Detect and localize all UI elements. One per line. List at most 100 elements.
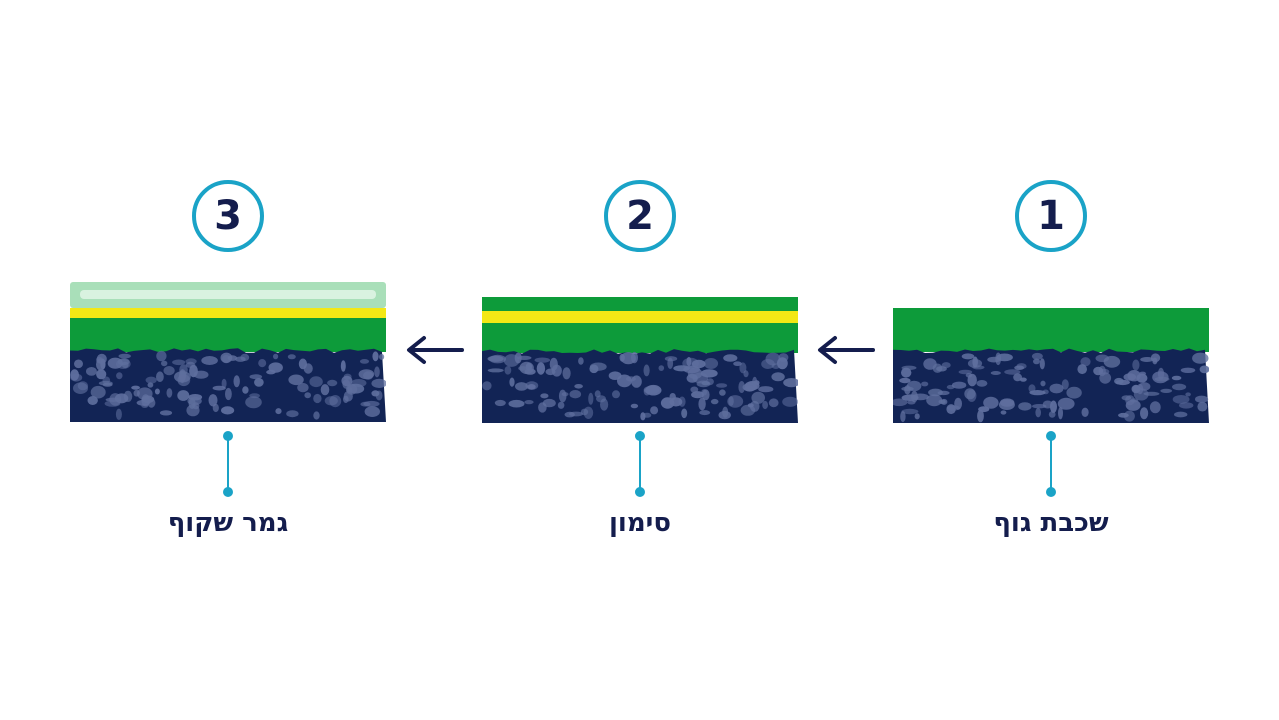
gravel-stone [313, 393, 322, 404]
gravel-stone [681, 408, 688, 419]
gravel-stone [303, 363, 313, 374]
gravel-stone [961, 353, 975, 360]
gravel-base-layer [70, 348, 386, 422]
gravel-stone [686, 373, 698, 383]
gravel-stone [650, 406, 659, 415]
gravel-stone [515, 382, 528, 391]
gravel-stone [578, 357, 584, 365]
gravel-stone [1123, 410, 1135, 422]
step-number: 1 [1037, 193, 1065, 239]
body-layer [893, 308, 1209, 352]
gravel-stone [996, 353, 1013, 362]
gravel-stone [747, 403, 754, 408]
gravel-stone [1039, 358, 1045, 370]
step-label: שכבת גוף [993, 508, 1109, 538]
gravel-stone [1050, 400, 1057, 413]
gravel-stone [534, 357, 551, 363]
gravel-stone [569, 390, 582, 399]
gravel-stone [371, 390, 380, 397]
gravel-stone [177, 390, 190, 401]
gravel-stone [733, 361, 742, 366]
gravel-stone [70, 369, 79, 381]
gravel-stone [545, 368, 556, 376]
gravel-stone [286, 410, 299, 418]
gravel-stone [371, 378, 386, 388]
gravel-stone [363, 400, 380, 407]
gravel-stone [564, 411, 575, 418]
marking-line-layer [70, 308, 386, 318]
gravel-stone [1121, 395, 1132, 401]
gravel-stone [946, 405, 960, 411]
gravel-stone [699, 410, 711, 416]
arrow-left-icon [818, 336, 875, 364]
gravel-stone [1057, 397, 1075, 410]
step-number-badge: 2 [604, 180, 676, 252]
gravel-stone [1061, 379, 1069, 390]
gravel-stone [489, 354, 506, 364]
gravel-stone [642, 412, 652, 418]
gravel-stone [1149, 401, 1161, 414]
gravel-stone [1179, 402, 1194, 409]
gravel-stone [990, 371, 1001, 375]
gravel-stone [549, 357, 558, 371]
label-leader-line [1046, 431, 1056, 497]
gravel-stone [1185, 392, 1191, 397]
gravel-stone [524, 400, 534, 405]
gravel-stone [482, 381, 492, 391]
gravel-stone [691, 391, 705, 399]
gravel-stone [901, 408, 919, 415]
gravel-stone [900, 411, 906, 423]
gravel-stone [133, 389, 140, 397]
gravel-stone [921, 381, 929, 387]
gravel-stone [359, 359, 370, 364]
gravel-base-layer [482, 349, 798, 423]
gravel-stone [115, 359, 131, 369]
gravel-stone [690, 386, 699, 393]
gravel-stone [658, 365, 665, 371]
gravel-stone [1140, 407, 1149, 420]
gravel-stone [1132, 359, 1140, 371]
gravel-stone [185, 361, 196, 368]
gravel-stone [739, 362, 747, 374]
gravel-stone [258, 359, 267, 368]
gravel-stone [619, 353, 625, 362]
gravel-stone [166, 388, 173, 398]
layer-cross-section [70, 282, 386, 424]
gravel-stone [706, 378, 714, 386]
gravel-stone [682, 357, 699, 370]
gravel-stone [723, 354, 738, 362]
gravel-stone [225, 387, 232, 401]
gravel-stone [115, 408, 122, 420]
gravel-stone [309, 376, 323, 388]
gravel-stone [978, 406, 990, 413]
gravel-stone [297, 382, 309, 393]
gravel-stone [740, 404, 756, 416]
gravel-stone [358, 369, 375, 380]
gravel-stone [221, 406, 235, 415]
gravel-stone [249, 374, 263, 380]
gravel-stone [1172, 383, 1187, 391]
gravel-stone [159, 410, 173, 416]
gravel-stone [1114, 377, 1124, 385]
gravel-stone [98, 380, 113, 386]
gravel-stone [643, 364, 650, 377]
gravel-stone [161, 360, 168, 367]
gravel-stone [233, 375, 240, 388]
gravel-stone [287, 354, 296, 360]
gravel-stone [235, 356, 246, 362]
gravel-stone [783, 378, 798, 388]
gravel-stone [1131, 384, 1141, 394]
gravel-stone [1127, 370, 1141, 382]
gravel-stone [1125, 399, 1141, 411]
gravel-stone [245, 396, 262, 409]
gravel-stone [343, 373, 352, 380]
gravel-stone [722, 406, 729, 418]
gravel-stone [503, 354, 520, 367]
gravel-stone [96, 369, 107, 380]
gravel-stone [932, 363, 943, 373]
gravel-stone [1028, 384, 1036, 393]
step-label: סימון [609, 508, 671, 538]
gravel-stone [540, 393, 549, 399]
gravel-stone [1197, 401, 1208, 412]
layer-cross-section [893, 308, 1209, 424]
